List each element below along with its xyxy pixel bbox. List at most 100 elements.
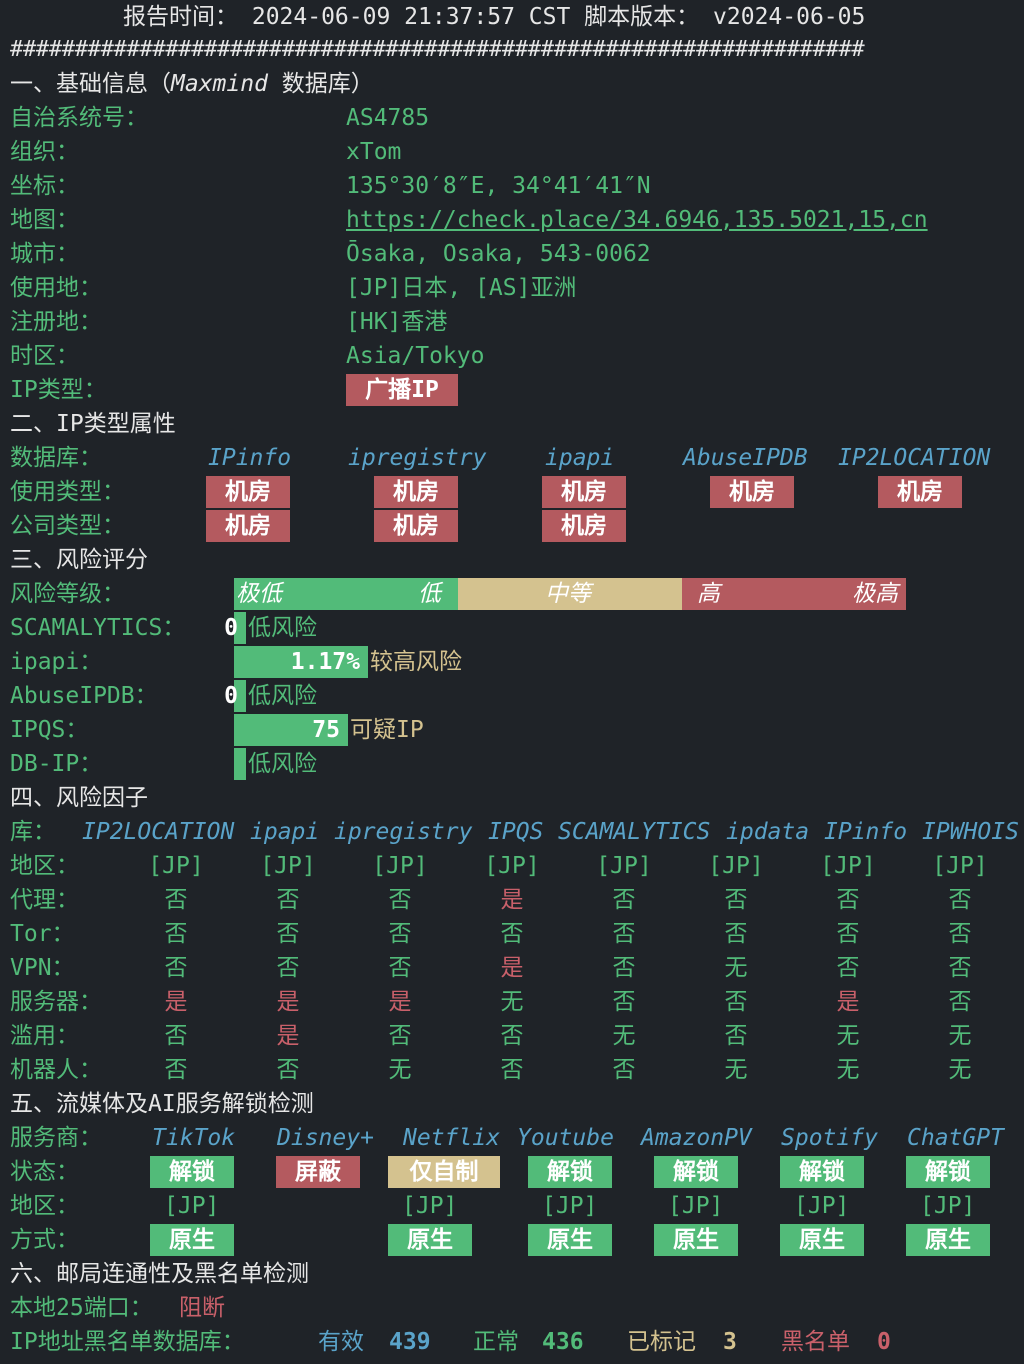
factor-db-header: IPWHOIS — [922, 819, 1019, 845]
section-risk-title: 三、风险评分 — [10, 547, 148, 573]
risk-label-ipqs: IPQS： — [10, 717, 89, 743]
map-label: 地图： — [10, 207, 79, 233]
factor-db-header: ipdata — [726, 819, 810, 845]
usage-badge-ipapi: 机房 — [542, 476, 626, 508]
db-ipinfo: IPinfo — [208, 445, 292, 471]
scale-high: 高 — [697, 581, 720, 607]
factor-db-header: IP2LOCATION — [82, 819, 235, 845]
factor-cell: 否 — [724, 1023, 748, 1049]
scale-high-bar — [682, 578, 906, 610]
scale-very-high: 极高 — [852, 581, 898, 607]
factor-cell: 否 — [948, 989, 972, 1015]
company-badge-ipinfo: 机房 — [206, 510, 290, 542]
registry-label: 注册地： — [10, 309, 102, 335]
risk-bar-green — [234, 680, 246, 712]
factor-cell: 否 — [276, 887, 300, 913]
stream-method-label: 方式： — [10, 1227, 79, 1253]
factor-cell: 否 — [388, 1023, 412, 1049]
factor-row-label: VPN： — [10, 955, 75, 981]
factor-cell: 否 — [724, 989, 748, 1015]
factor-cell: 否 — [276, 955, 300, 981]
risk-bar-green — [234, 748, 246, 780]
factor-row-label: 服务器： — [10, 989, 102, 1015]
risk-verdict: 低风险 — [248, 683, 317, 709]
factor-cell: 否 — [612, 1057, 636, 1083]
risk-verdict: 低风险 — [248, 615, 317, 641]
company-type-label: 公司类型： — [10, 513, 125, 539]
risk-bar-green — [234, 612, 246, 644]
timezone-label: 时区： — [10, 343, 79, 369]
map-link[interactable]: https://check.place/34.6946,135.5021,15,… — [346, 207, 928, 233]
factor-cell: [JP] — [596, 853, 652, 879]
factor-cell: 是 — [836, 989, 860, 1015]
factor-cell: 否 — [948, 887, 972, 913]
factor-cell: 否 — [388, 955, 412, 981]
factor-cell: [JP] — [932, 853, 988, 879]
stream-status-badge: 解锁 — [528, 1156, 612, 1188]
factor-cell: [JP] — [260, 853, 316, 879]
usage-type-label: 使用类型： — [10, 479, 125, 505]
factor-row-label: 机器人： — [10, 1057, 102, 1083]
blacklist-label: IP地址黑名单数据库： — [10, 1329, 245, 1355]
risk-score: 75 — [312, 717, 340, 743]
risk-score: 1.17% — [290, 649, 360, 675]
risk-score — [232, 747, 238, 781]
provider-name: Netflix — [403, 1125, 500, 1151]
provider-name: AmazonPV — [641, 1125, 752, 1151]
factor-row-label: 地区： — [10, 853, 79, 879]
usage-location-value: [JP]日本, [AS]亚洲 — [346, 275, 577, 301]
section-stream-title: 五、流媒体及AI服务解锁检测 — [10, 1091, 314, 1117]
iptype-label: IP类型： — [10, 377, 107, 403]
blacklisted-label: 黑名单 — [781, 1329, 850, 1355]
factor-cell: 无 — [948, 1023, 972, 1049]
factor-cell: 否 — [836, 955, 860, 981]
asn-label: 自治系统号： — [10, 105, 148, 131]
scale-low-bar — [234, 578, 458, 610]
stream-status-badge: 解锁 — [654, 1156, 738, 1188]
stream-status-badge: 仅自制 — [388, 1156, 500, 1188]
section-factors-title: 四、风险因子 — [10, 785, 148, 811]
stream-status-badge: 解锁 — [150, 1156, 234, 1188]
db-ipapi: ipapi — [545, 445, 615, 471]
factor-cell: [JP] — [372, 853, 428, 879]
factor-cell: 否 — [948, 921, 972, 947]
factor-cell: 是 — [164, 989, 188, 1015]
risk-score: 0 — [224, 615, 238, 641]
factor-cell: [JP] — [484, 853, 540, 879]
factor-cell: 否 — [724, 887, 748, 913]
provider-name: Youtube — [517, 1125, 614, 1151]
factor-row-label: 滥用： — [10, 1023, 79, 1049]
section-basic-title-text: 一、基础信息（ — [10, 71, 171, 97]
report-header: 报告时间： 2024-06-09 21:37:57 CST 脚本版本： v202… — [123, 4, 866, 30]
factor-cell: 无 — [836, 1023, 860, 1049]
factor-db-header: IPQS — [488, 819, 544, 845]
company-badge-ipapi: 机房 — [542, 510, 626, 542]
factor-cell: 否 — [164, 887, 188, 913]
iptype-db-label: 数据库： — [10, 445, 102, 471]
marked-label: 已标记 — [627, 1329, 696, 1355]
company-badge-ipregistry: 机房 — [374, 510, 458, 542]
provider-name: TikTok — [152, 1125, 236, 1151]
factor-row-label: Tor： — [10, 921, 75, 947]
stream-region: [JP] — [794, 1193, 850, 1219]
stream-region: [JP] — [164, 1193, 220, 1219]
port25-value: 阻断 — [179, 1295, 225, 1321]
stream-region: [JP] — [920, 1193, 976, 1219]
normal-label: 正常 — [473, 1329, 519, 1355]
stream-region-label: 地区： — [10, 1193, 79, 1219]
factor-db-header: IPinfo — [824, 819, 908, 845]
scale-medium: 中等 — [545, 581, 591, 607]
usage-location-label: 使用地： — [10, 275, 102, 301]
stream-method-badge: 原生 — [780, 1224, 864, 1256]
factor-cell: [JP] — [708, 853, 764, 879]
factor-cell: 无 — [612, 1023, 636, 1049]
asn-value: AS4785 — [346, 105, 430, 131]
risk-verdict: 较高风险 — [370, 649, 462, 675]
factor-cell: 无 — [724, 1057, 748, 1083]
factor-cell: 否 — [500, 1057, 524, 1083]
blacklisted-count: 0 — [877, 1329, 891, 1355]
db-abuseipdb: AbuseIPDB — [683, 445, 808, 471]
registry-value: [HK]香港 — [346, 309, 448, 335]
risk-label-dbip: DB-IP： — [10, 751, 103, 777]
stream-region: [JP] — [542, 1193, 598, 1219]
